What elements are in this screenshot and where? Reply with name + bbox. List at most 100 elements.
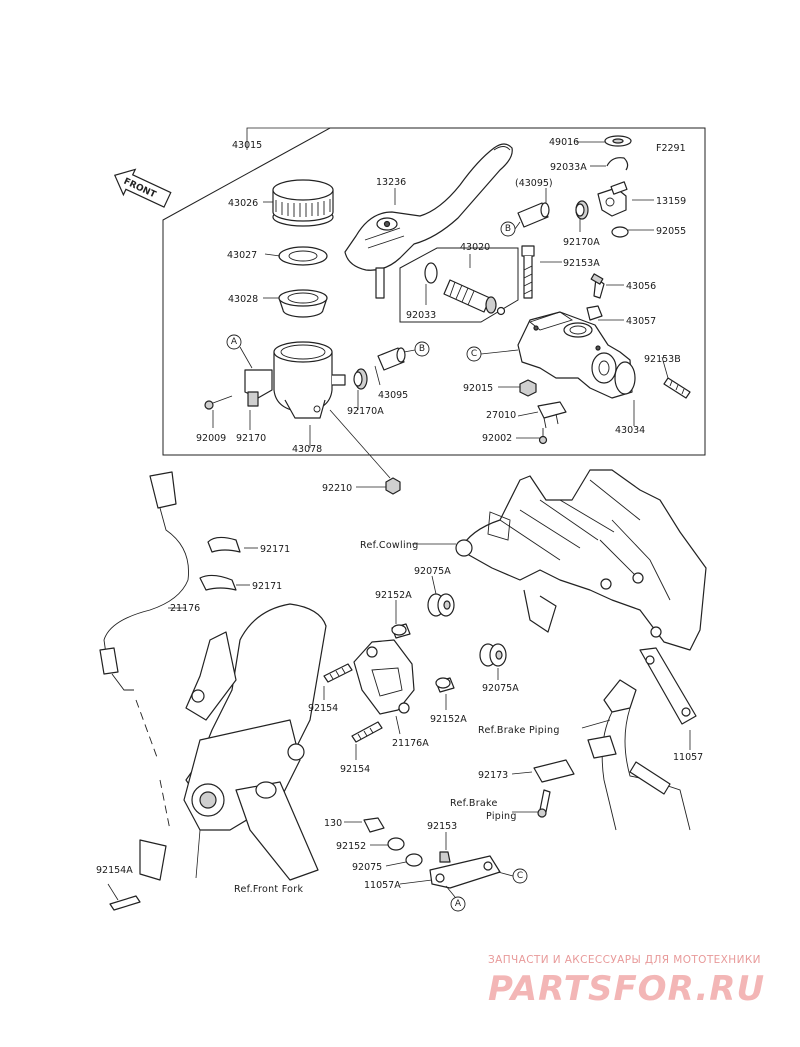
brake-piping: [587, 679, 691, 831]
part-label: 11057: [673, 752, 703, 763]
bracket-11057a: [429, 855, 501, 889]
part-label: 92170A: [563, 237, 600, 248]
part-label: 92075A: [482, 683, 519, 694]
grommet-upper: [427, 593, 455, 617]
brake-switch: [537, 401, 567, 429]
grommet-lower: [479, 643, 507, 667]
reservoir-cap: [272, 179, 334, 227]
collar-92152: [387, 837, 405, 851]
pivot-bolt: [521, 245, 535, 299]
reservoir-fitting: [597, 181, 628, 217]
screw-92009: [204, 395, 233, 410]
part-label: 92015: [463, 383, 493, 394]
part-label: 92170A: [347, 406, 384, 417]
part-label: 92154: [340, 764, 370, 775]
part-label: 43026: [228, 198, 258, 209]
part-label: 13236: [376, 177, 406, 188]
switch-screw: [538, 428, 548, 445]
callout-a-lower-label: A: [455, 899, 462, 909]
part-label: 43028: [228, 294, 258, 305]
upper-clamp: [575, 200, 589, 220]
bleed-valve: [590, 273, 605, 299]
hose-holder: [353, 639, 415, 715]
clamp-bolt: [663, 377, 691, 399]
reservoir-hose: [377, 347, 406, 371]
part-label: 92154: [308, 703, 338, 714]
callout-b-upper: B: [500, 221, 521, 237]
part-label: 92152A: [430, 714, 467, 725]
collar-lower: [435, 677, 455, 693]
brake-lever: [344, 143, 513, 299]
bolt-130: [363, 817, 385, 833]
front-arrow-icon: FRONT: [113, 168, 172, 208]
cap-washer: [604, 135, 632, 171]
master-cylinder-body: [517, 311, 636, 399]
assembly-boundary-box: [162, 127, 706, 456]
part-label: 92171: [252, 581, 282, 592]
part-label: 21176A: [392, 738, 429, 749]
bolt-92154a: [109, 895, 141, 911]
part-label: 11057A: [364, 880, 401, 891]
ref-brake-piping-label-line2: Piping: [486, 811, 517, 822]
piping-bracket: [639, 647, 697, 725]
part-label: 43057: [626, 316, 656, 327]
callout-b-lower: B: [403, 341, 430, 357]
part-label: 43078: [292, 444, 322, 455]
part-number-labels: 43015 49016 92033A 13236 (43095) 13159 4…: [96, 137, 703, 891]
bleed-cap: [586, 305, 603, 321]
cable-clip-lower: [199, 574, 237, 591]
ref-brake-piping-label-line1: Ref.Brake: [450, 798, 498, 809]
assembly-boundary-leader: [246, 127, 330, 150]
upper-hose: [517, 202, 550, 228]
part-label: 13159: [656, 196, 686, 207]
part-label: 92009: [196, 433, 226, 444]
bolt-92153-lower: [537, 789, 551, 818]
callout-b-lower-label: B: [419, 344, 425, 354]
part-label: 92170: [236, 433, 266, 444]
part-label: 21176: [170, 603, 200, 614]
nut-92210: [385, 477, 401, 495]
callout-a-lower: A: [445, 885, 466, 912]
brake-sensor-cable: [99, 471, 189, 881]
part-label: (43095): [515, 178, 553, 189]
bolt-92154-upper: [323, 663, 353, 683]
part-label: 92173: [478, 770, 508, 781]
part-label: 49016: [549, 137, 579, 148]
part-label: 43015: [232, 140, 262, 151]
part-label: 43020: [460, 242, 490, 253]
pipe-clamp: [533, 759, 575, 783]
part-label: 92075A: [414, 566, 451, 577]
part-label: 43095: [378, 390, 408, 401]
part-label: 92075: [352, 862, 382, 873]
bolt-92153: [439, 851, 451, 863]
part-label: 92153B: [644, 354, 681, 365]
bolt-92154-lower: [351, 721, 383, 743]
part-label: 92152A: [375, 590, 412, 601]
collar-upper: [391, 623, 411, 639]
ref-cowling-label: Ref.Cowling: [360, 540, 419, 551]
part-label: 27010: [486, 410, 516, 421]
part-label: 92033A: [550, 162, 587, 173]
part-label: 43027: [227, 250, 257, 261]
diagram-code: F2291: [656, 143, 686, 154]
part-label: 130: [324, 818, 342, 829]
part-label: 92153A: [563, 258, 600, 269]
hose-clamp: [353, 368, 368, 390]
callout-c-upper: C: [466, 346, 519, 362]
callout-a-upper: A: [226, 334, 253, 369]
reservoir-diaphragm: [278, 289, 328, 318]
ref-front-fork-label: Ref.Front Fork: [234, 884, 303, 895]
callout-c-lower-label: C: [517, 871, 523, 881]
front-fork: [183, 603, 327, 881]
piston-assembly: [424, 262, 506, 316]
piston-kit-box: [399, 247, 519, 323]
watermark-tagline: ЗАПЧАСТИ И АКСЕССУАРЫ ДЛЯ МОТОТЕХНИКИ: [488, 954, 761, 966]
ref-brake-piping-label: Ref.Brake Piping: [478, 725, 560, 736]
part-label: 92154A: [96, 865, 133, 876]
part-label: 92210: [322, 483, 352, 494]
part-label: 92171: [260, 544, 290, 555]
part-label: 43034: [615, 425, 645, 436]
cable-clip-upper: [207, 536, 241, 553]
o-ring: [611, 226, 629, 238]
